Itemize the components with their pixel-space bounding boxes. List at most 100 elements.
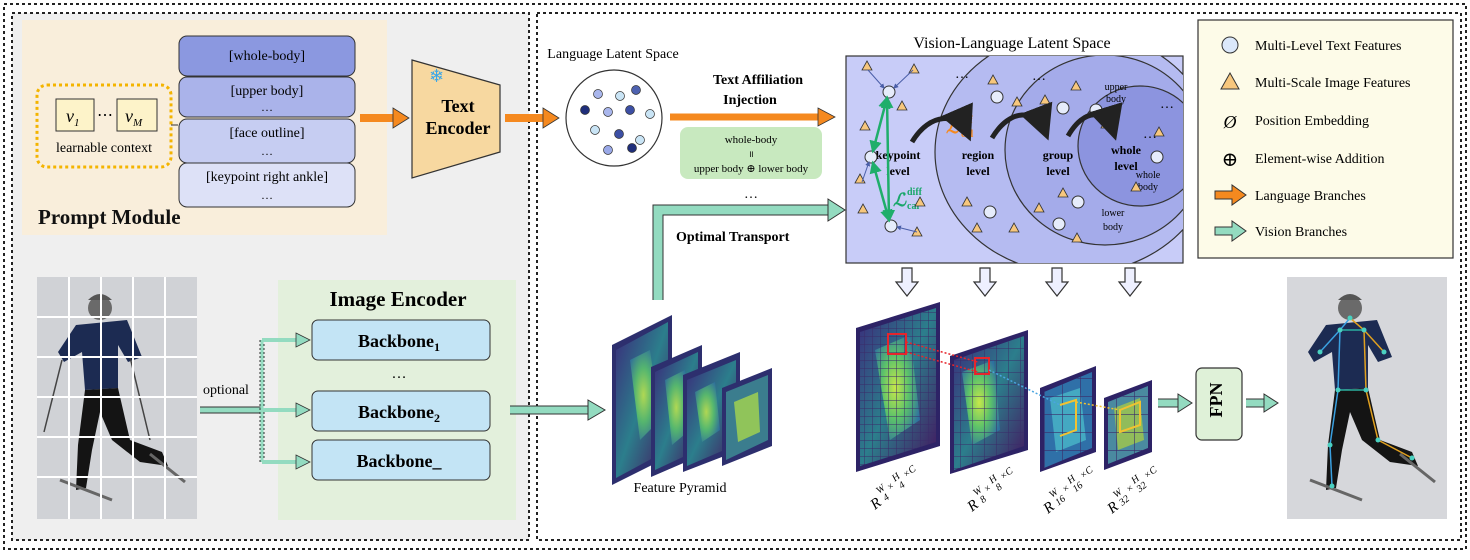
svg-text:Text Affiliation: Text Affiliation (713, 73, 803, 88)
vision-language-latent-space: Vision-Language Latent Space keypoint le… (845, 35, 1184, 264)
svg-text:…: … (261, 100, 273, 114)
prompt-module: Prompt Module v1 ⋯ vM learnable context … (22, 20, 387, 235)
svg-text:body: body (1138, 182, 1158, 193)
image-encoder: Image Encoder optional Backbone1 … Backb… (200, 280, 516, 520)
svg-text:group: group (1043, 148, 1074, 162)
feature-pyramid-label: Feature Pyramid (634, 481, 727, 496)
text-affiliation-injection: Text Affiliation Injection whole-body ॥ … (670, 73, 836, 202)
svg-text:…: … (1160, 97, 1174, 112)
svg-text:upper: upper (1105, 82, 1128, 93)
outer-frame (3, 3, 1467, 550)
token-v1 (55, 98, 95, 132)
right-panel (536, 12, 1462, 541)
svg-text:Backbone1: Backbone1 (358, 331, 440, 354)
backbone-1 (311, 319, 491, 361)
position-embedding-icon: Ø (1223, 112, 1238, 132)
prompt-keypoint-right-ankle (178, 162, 356, 208)
svg-text:Encoder: Encoder (426, 118, 491, 138)
text-feature-node (884, 219, 898, 233)
text-encoder-shape (411, 59, 501, 179)
svg-text:body: body (1103, 222, 1123, 233)
svg-text:32: 32 (1117, 494, 1132, 509)
text-feature-node (864, 150, 878, 164)
svg-text:Multi-Scale Image Features: Multi-Scale Image Features (1255, 76, 1411, 91)
language-latent-label: Language Latent Space (547, 47, 678, 62)
svg-text:upper body ⊕ lower body: upper body ⊕ lower body (694, 163, 809, 175)
language-latent-space: Language Latent Space (547, 47, 679, 167)
scale-label-4: R W 32 × H 32 ×C (1104, 464, 1160, 517)
svg-text:×C: ×C (901, 463, 919, 480)
prompt-module-title: Prompt Module (38, 205, 181, 229)
svg-text:whole: whole (1136, 170, 1161, 181)
output-image (1287, 277, 1447, 519)
optimal-transport: Optimal Transport (652, 198, 846, 300)
svg-text:×: × (982, 483, 993, 495)
svg-text:level: level (886, 164, 910, 178)
text-feature-node (882, 85, 896, 99)
feature-pyramid: Feature Pyramid (612, 315, 772, 496)
svg-text:level: level (1114, 159, 1138, 173)
svg-text:Text: Text (441, 96, 474, 116)
token-ellipsis: ⋯ (97, 107, 113, 124)
svg-text:…: … (744, 187, 758, 202)
learnable-context-box (35, 83, 173, 169)
svg-text:level: level (1046, 164, 1070, 178)
learnable-context-label: learnable context (56, 141, 152, 156)
svg-text:region: region (962, 148, 995, 162)
fpn-block: FPN (1195, 367, 1243, 441)
svg-text:32: 32 (1134, 480, 1149, 495)
svg-text:…: … (261, 144, 273, 158)
scale-label-2: R W 8 × H 8 ×C (964, 465, 1016, 515)
fpn-label: FPN (1206, 383, 1226, 418)
svg-text:body: body (1106, 94, 1126, 105)
prompt-whole-body (178, 35, 356, 77)
svg-text:cal: cal (907, 201, 919, 212)
loss-diff: ℒ (893, 190, 907, 210)
svg-text:[whole-body]: [whole-body] (229, 49, 305, 64)
text-encoder: ❄ Text Encoder (411, 59, 501, 179)
svg-text:Backbone_: Backbone_ (356, 451, 442, 471)
svg-text:Vision Branches: Vision Branches (1255, 225, 1347, 240)
svg-text:Backbone2: Backbone2 (358, 402, 440, 425)
svg-text:Multi-Level Text Features: Multi-Level Text Features (1255, 39, 1402, 54)
svg-text:Element-wise Addition: Element-wise Addition (1255, 152, 1384, 167)
svg-text:8: 8 (994, 482, 1005, 494)
prompt-upper-body (178, 76, 356, 118)
svg-text:…: … (1032, 69, 1046, 84)
green-arrow-icon (1214, 220, 1247, 242)
svg-text:…: … (955, 67, 969, 82)
svg-text:×C: ×C (1142, 464, 1160, 481)
svg-text:level: level (966, 164, 990, 178)
svg-text:v1: v1 (66, 106, 80, 129)
svg-text:×: × (885, 481, 896, 493)
token-vm (116, 98, 158, 132)
svg-text:[upper body]: [upper body] (231, 84, 304, 99)
svg-text:8: 8 (978, 494, 989, 506)
vl-title: Vision-Language Latent Space (913, 35, 1110, 52)
orange-arrow-icon (1214, 184, 1247, 206)
backbone-2 (311, 390, 491, 432)
svg-text:whole-body: whole-body (725, 134, 778, 146)
svg-text:4: 4 (897, 480, 908, 492)
svg-text:×C: ×C (998, 465, 1016, 482)
svg-text:4: 4 (881, 492, 892, 504)
triangle-icon (1220, 71, 1240, 90)
svg-text:lower: lower (1102, 208, 1125, 219)
svg-text:Language Branches: Language Branches (1255, 189, 1366, 204)
svg-text:vM: vM (125, 106, 143, 129)
svg-text:…: … (261, 188, 273, 202)
svg-text:diff: diff (907, 187, 923, 198)
svg-text:Optimal Transport: Optimal Transport (676, 230, 790, 245)
svg-text:×C: ×C (1078, 464, 1096, 481)
legend-box (1197, 19, 1454, 259)
snowflake-icon: ❄ (429, 66, 444, 86)
scale-label-1: R W 4 × H 4 ×C (867, 463, 919, 513)
svg-text:…: … (392, 366, 407, 382)
circle-icon (1221, 36, 1239, 54)
optional-label: optional (203, 383, 249, 398)
oplus-icon: ⊕ (1222, 149, 1239, 171)
down-arrows (894, 267, 1143, 297)
svg-text:Injection: Injection (723, 93, 777, 108)
